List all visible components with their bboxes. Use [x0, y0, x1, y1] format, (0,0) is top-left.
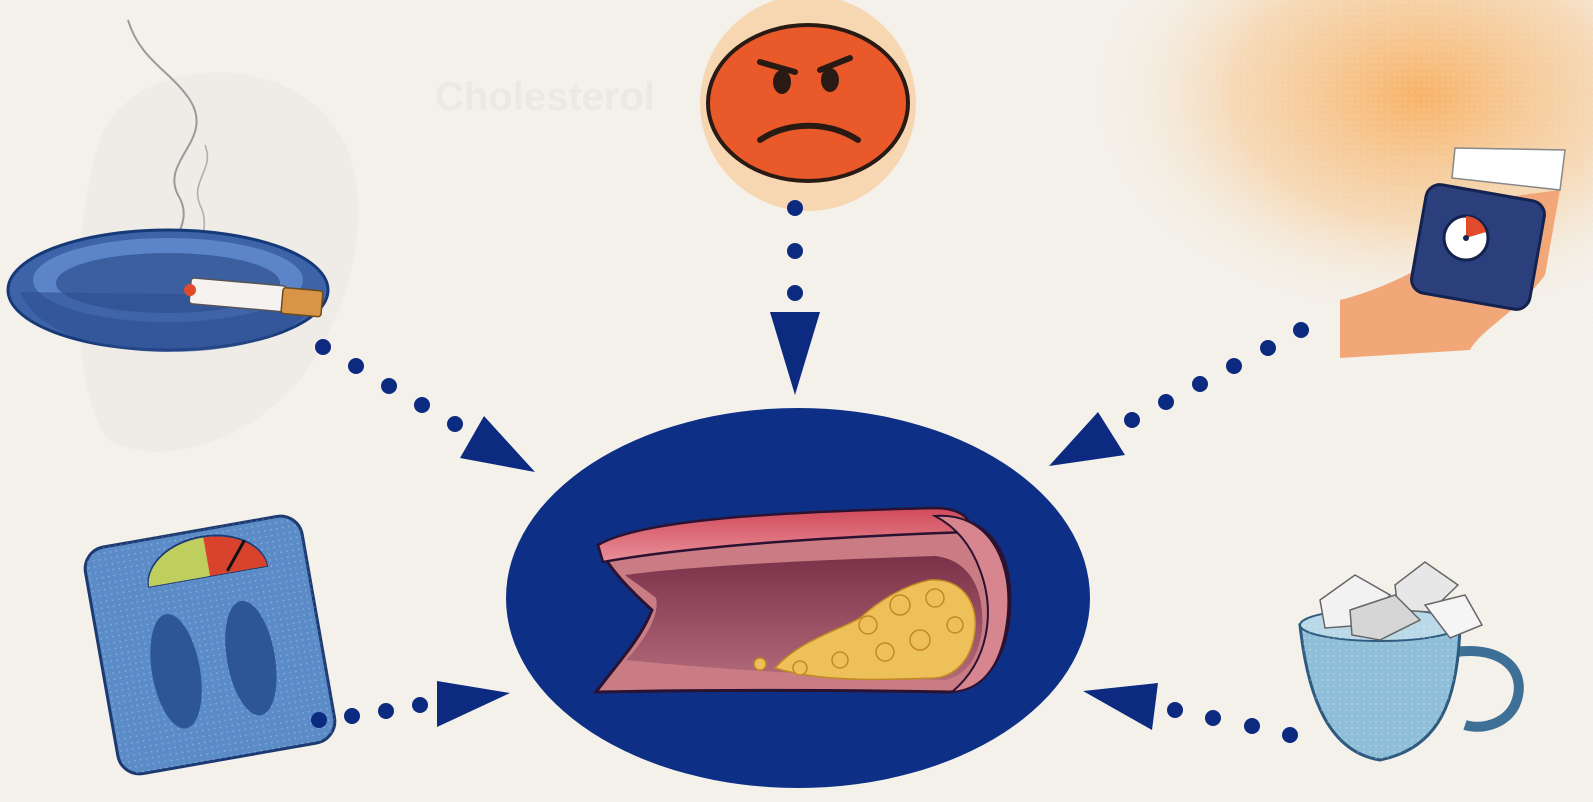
arrow-from-overweight [311, 681, 510, 728]
arrow-from-blood-pressure [1049, 322, 1309, 466]
angry-face-icon [700, 0, 916, 211]
arrow-from-smoking [315, 339, 535, 472]
arrow-from-stress [770, 200, 820, 395]
artery-with-plaque-icon [596, 508, 1010, 692]
bathroom-scale-icon [82, 513, 339, 778]
background-watermark-text: Cholesterol [435, 75, 655, 119]
sugar-cubes-cup-icon [1300, 562, 1519, 760]
arrow-from-sugar [1083, 683, 1298, 743]
